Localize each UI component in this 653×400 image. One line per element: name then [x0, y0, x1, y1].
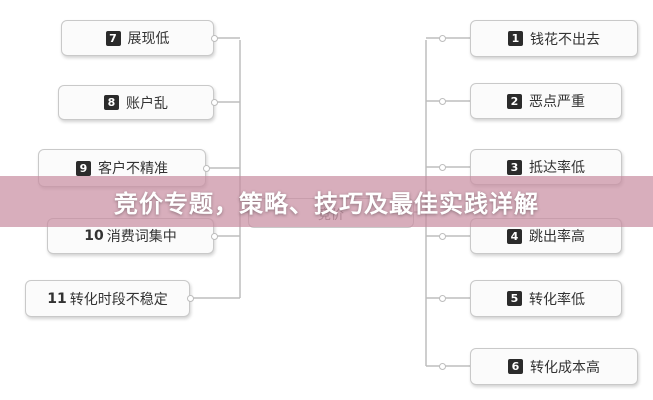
number-badge: 1	[508, 31, 523, 46]
node-label: 客户不精准	[98, 161, 168, 177]
number-badge: 8	[104, 95, 119, 110]
collapse-knob-icon[interactable]	[439, 35, 446, 42]
node-label: 转化成本高	[530, 359, 600, 376]
title-banner: 竞价专题，策略、技巧及最佳实践详解	[0, 176, 653, 227]
node-label: 跳出率高	[529, 229, 585, 245]
node-label: 消费词集中	[106, 229, 177, 245]
collapse-knob-icon[interactable]	[211, 233, 218, 240]
collapse-knob-icon[interactable]	[439, 363, 446, 370]
number-badge: 9	[76, 160, 91, 176]
node-label: 转化时段不稳定	[69, 291, 168, 308]
node-label: 账户乱	[126, 95, 168, 112]
collapse-knob-icon[interactable]	[187, 295, 194, 302]
node-label: 转化率低	[529, 291, 585, 308]
right-node-1[interactable]: 1 钱花不出去	[470, 20, 638, 57]
node-label: 抵达率低	[529, 160, 585, 176]
collapse-knob-icon[interactable]	[439, 295, 446, 302]
left-node-7[interactable]: 7 展现低	[61, 20, 214, 56]
number-badge: 2	[507, 93, 522, 109]
collapse-knob-icon[interactable]	[439, 233, 446, 240]
node-label: 恶点严重	[529, 94, 585, 110]
number-badge: 7	[105, 30, 121, 46]
collapse-knob-icon[interactable]	[211, 99, 218, 106]
number-badge: 5	[507, 291, 522, 306]
collapse-knob-icon[interactable]	[203, 165, 210, 172]
left-node-11[interactable]: 11 转化时段不稳定	[25, 280, 190, 317]
collapse-knob-icon[interactable]	[439, 98, 446, 105]
right-node-5[interactable]: 5 转化率低	[470, 280, 622, 317]
banner-title: 竞价专题，策略、技巧及最佳实践详解	[114, 190, 539, 218]
number-badge: 4	[507, 228, 522, 244]
number-label: 10	[84, 228, 104, 244]
number-label: 11	[47, 290, 67, 307]
node-label: 展现低	[127, 31, 170, 47]
right-node-6[interactable]: 6 转化成本高	[470, 348, 638, 385]
node-label: 钱花不出去	[530, 31, 600, 48]
number-badge: 3	[507, 159, 522, 175]
collapse-knob-icon[interactable]	[211, 35, 218, 42]
left-node-8[interactable]: 8 账户乱	[58, 85, 214, 120]
right-node-2[interactable]: 2 恶点严重	[470, 83, 622, 119]
number-badge: 6	[508, 359, 523, 374]
collapse-knob-icon[interactable]	[439, 164, 446, 171]
